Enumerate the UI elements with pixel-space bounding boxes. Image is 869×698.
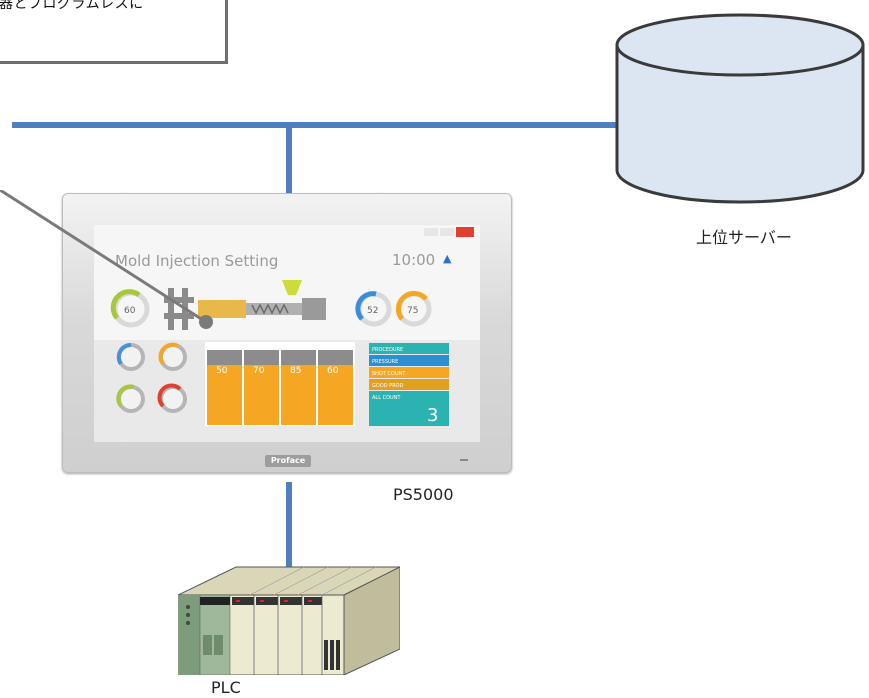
gauge-fill: 60 bbox=[110, 289, 150, 328]
plc-device-icon bbox=[178, 566, 400, 675]
svg-text:85: 85 bbox=[290, 366, 301, 376]
brand-logo: Proface bbox=[265, 455, 311, 467]
status-panel: PROCEDURE PRESSURE SHOT COUNT GOOD PROD … bbox=[369, 343, 449, 426]
network-drop-plc bbox=[286, 482, 292, 570]
gauge-fill-value: 60 bbox=[124, 306, 136, 316]
hmi-screen: Mold Injection Setting 10:00 ▲ 60 52 75 bbox=[94, 225, 480, 442]
window-controls bbox=[424, 227, 476, 237]
svg-text:75: 75 bbox=[407, 306, 418, 316]
svg-text:52: 52 bbox=[367, 306, 378, 316]
network-main-line bbox=[12, 122, 618, 128]
home-icon: ▲ bbox=[443, 252, 452, 265]
svg-text:PROCEDURE: PROCEDURE bbox=[372, 347, 403, 353]
callout-text: 器とプログラムレスに bbox=[0, 0, 144, 12]
screen-graphics: 60 52 75 bbox=[110, 280, 449, 426]
svg-text:50: 50 bbox=[216, 366, 228, 376]
bar-columns: 50 70 85 60 bbox=[205, 342, 355, 426]
gauge-cool: 52 bbox=[355, 291, 392, 327]
screen-title: Mold Injection Setting bbox=[115, 252, 279, 270]
gauge-int: 75 bbox=[395, 290, 432, 327]
network-drop-hmi bbox=[286, 125, 292, 193]
svg-text:70: 70 bbox=[253, 366, 265, 376]
screen-time: 10:00 bbox=[392, 251, 436, 269]
svg-text:3: 3 bbox=[427, 405, 438, 426]
svg-text:PRESSURE: PRESSURE bbox=[372, 359, 398, 365]
server-label: 上位サーバー bbox=[696, 228, 792, 247]
hmi-model-label: PS5000 bbox=[393, 485, 454, 504]
svg-text:ALL COUNT: ALL COUNT bbox=[372, 395, 401, 401]
svg-text:60: 60 bbox=[327, 366, 339, 376]
power-led bbox=[460, 459, 468, 461]
callout-box: 器とプログラムレスに bbox=[0, 0, 228, 64]
callout-pointer bbox=[0, 190, 213, 329]
svg-text:SHOT COUNT: SHOT COUNT bbox=[372, 371, 406, 377]
server-database-icon bbox=[615, 13, 865, 204]
plc-label: PLC bbox=[211, 678, 241, 697]
small-gauges bbox=[116, 342, 187, 413]
svg-text:GOOD PROD: GOOD PROD bbox=[372, 383, 404, 389]
